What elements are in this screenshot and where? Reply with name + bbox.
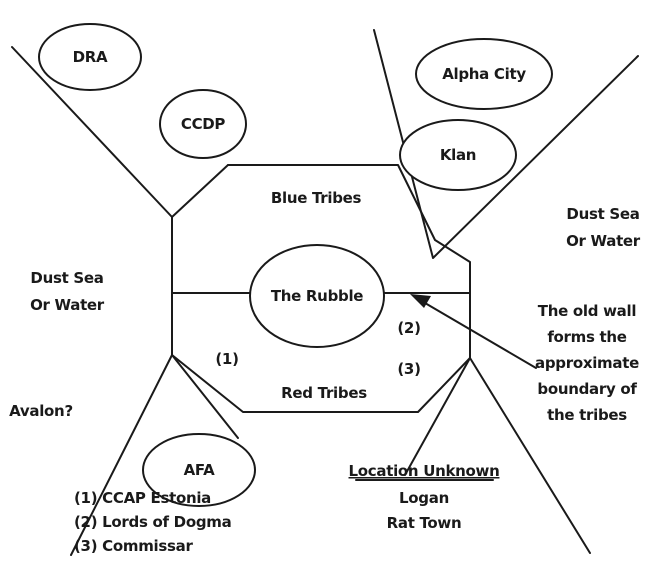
region-alpha-city: Alpha City xyxy=(415,38,553,110)
boundary-lines xyxy=(11,29,639,556)
lower-left-inner-line xyxy=(171,354,239,439)
dust-sea-left-line2: Or Water xyxy=(30,296,105,314)
location-unknown-heading: Location Unknown xyxy=(349,462,500,480)
wall-arrow-line xyxy=(424,302,537,369)
wall-note-line: the tribes xyxy=(547,406,627,424)
legend-item: (3) Commissar xyxy=(74,537,193,555)
location-unknown-item: Logan xyxy=(399,489,449,507)
top-right-wedge xyxy=(373,29,639,259)
legend-item: (1) CCAP Estonia xyxy=(74,489,211,507)
wall-note: The old wall forms the approximate bound… xyxy=(535,302,639,424)
region-afa-label: AFA xyxy=(184,461,216,479)
dust-sea-right-line1: Dust Sea xyxy=(566,205,639,223)
legend-item: (2) Lords of Dogma xyxy=(74,513,231,531)
region-alpha-city-label: Alpha City xyxy=(442,65,526,83)
legend: (1) CCAP Estonia (2) Lords of Dogma (3) … xyxy=(74,489,232,555)
marker-1: (1) xyxy=(215,350,238,368)
wall-arrow-head xyxy=(410,294,431,308)
region-the-rubble: The Rubble xyxy=(249,244,385,348)
region-the-rubble-label: The Rubble xyxy=(271,287,363,305)
marker-2: (2) xyxy=(397,319,420,337)
red-tribes-label: Red Tribes xyxy=(281,384,367,402)
blue-tribes-label: Blue Tribes xyxy=(271,189,362,207)
wall-note-line: forms the xyxy=(547,328,626,346)
wall-note-line: approximate xyxy=(535,354,639,372)
lower-right-inner-line xyxy=(404,357,471,476)
lower-right-wedge xyxy=(469,357,591,554)
dust-sea-left-line1: Dust Sea xyxy=(30,269,103,287)
region-ccdp: CCDP xyxy=(159,89,247,159)
location-unknown-item: Rat Town xyxy=(387,514,462,532)
marker-3: (3) xyxy=(397,360,420,378)
region-ccdp-label: CCDP xyxy=(181,115,226,133)
region-klan-label: Klan xyxy=(440,146,476,164)
region-dra: DRA xyxy=(38,23,142,91)
region-afa: AFA xyxy=(142,433,256,507)
region-dra-label: DRA xyxy=(73,48,108,66)
lower-left-wedge xyxy=(70,354,173,556)
avalon-label: Avalon? xyxy=(9,402,73,420)
dust-sea-right-line2: Or Water xyxy=(566,232,641,250)
wall-note-line: boundary of xyxy=(537,380,637,398)
wall-note-line: The old wall xyxy=(538,302,636,320)
region-klan: Klan xyxy=(399,119,517,191)
location-unknown: Location Unknown Logan Rat Town xyxy=(349,462,500,532)
